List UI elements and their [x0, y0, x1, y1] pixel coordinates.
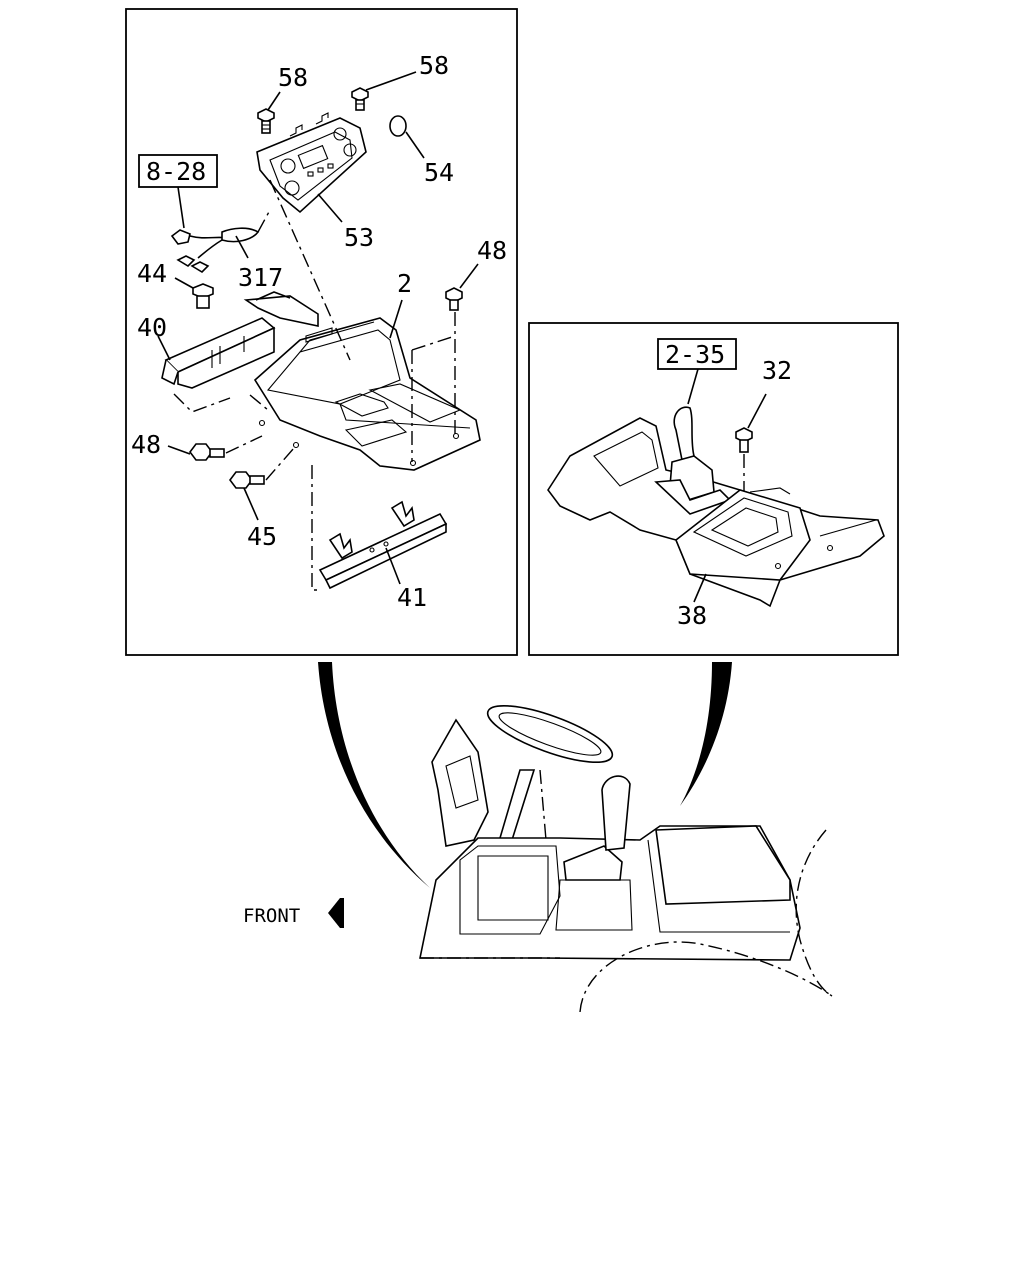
callout-45: 45 [247, 522, 277, 551]
callout-40: 40 [137, 313, 167, 342]
screw-58-right [351, 87, 369, 111]
connector-arc-right [680, 662, 732, 806]
left-panel-frame [125, 8, 518, 656]
console-2 [253, 317, 481, 471]
shift-console [547, 406, 885, 608]
callout-58-right: 58 [419, 51, 449, 80]
bolt-32 [735, 427, 753, 453]
knob-54 [389, 115, 407, 137]
bolt-44 [192, 283, 214, 309]
front-label: FRONT [243, 905, 300, 927]
bracket-41 [318, 500, 448, 590]
callout-44: 44 [137, 259, 167, 288]
ref-box-8-28-label: 8-28 [146, 157, 206, 186]
ref-box-2-35 [657, 338, 737, 370]
callout-38: 38 [677, 601, 707, 630]
callout-32: 32 [762, 356, 792, 385]
screw-58-left [257, 108, 275, 134]
bolt-48-left [189, 443, 225, 461]
front-indicator: FRONT [243, 898, 344, 928]
connector-arc-left [318, 662, 430, 888]
callout-2: 2 [397, 269, 412, 298]
callout-41: 41 [397, 583, 427, 612]
right-panel-frame [528, 322, 899, 656]
callout-48-left: 48 [131, 430, 161, 459]
callout-53: 53 [344, 223, 374, 252]
cab-overview [419, 704, 833, 1013]
control-panel-53 [256, 112, 367, 214]
bolt-48-right [445, 287, 463, 311]
bracket-40 [161, 291, 319, 389]
right-panel: 2-35 32 38 [528, 322, 899, 656]
callout-54: 54 [424, 158, 454, 187]
bolt-45 [229, 471, 265, 489]
wire-harness-317 [170, 209, 271, 274]
left-panel: 8-28 [125, 8, 518, 656]
ref-box-2-35-label: 2-35 [665, 340, 725, 369]
arrow-left-icon [328, 898, 344, 928]
callout-58-left: 58 [278, 63, 308, 92]
callout-317: 317 [238, 263, 283, 292]
callout-48-right: 48 [477, 236, 507, 265]
